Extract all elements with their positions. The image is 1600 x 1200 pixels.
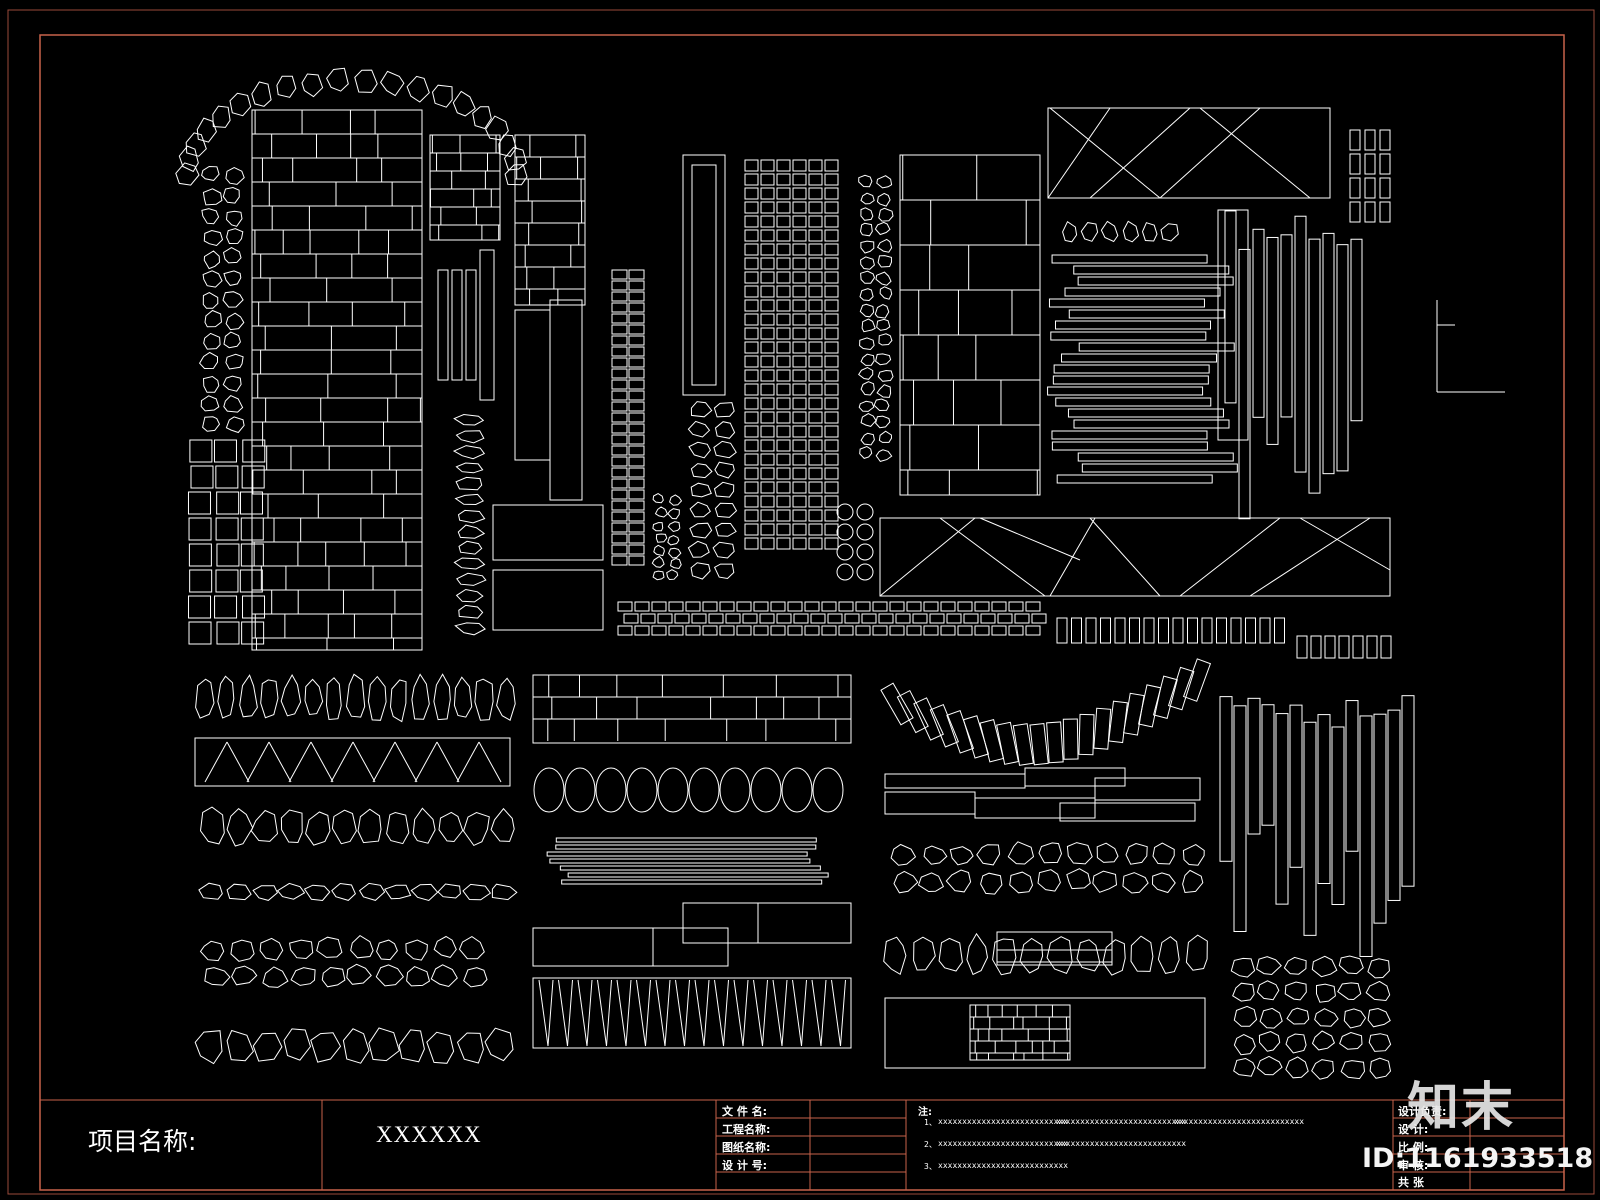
brand-watermark-id: ID:1161933518 bbox=[1362, 1143, 1594, 1174]
drawing-name-label: 图纸名称: bbox=[722, 1141, 771, 1154]
note-3-text-a: xxxxxxxxxxxxxxxxxxxxxxxxxxx bbox=[938, 1161, 1069, 1170]
sheet-count-label: 共 张 bbox=[1398, 1176, 1424, 1189]
note-1-text-a: xxxxxxxxxxxxxxxxxxxxxxxxxxx bbox=[938, 1117, 1069, 1126]
design-number-label: 设 计 号: bbox=[722, 1159, 768, 1172]
brand-watermark-logo: 知末 bbox=[1407, 1078, 1516, 1138]
paving-patterns bbox=[175, 67, 1505, 1080]
designer-label: 设 计: bbox=[1398, 1123, 1429, 1136]
note-1-text-c: xxxxxxxxxxxxxxxxxxxxxxxxxxx bbox=[1174, 1117, 1305, 1126]
note-2-text-b: xxxxxxxxxxxxxxxxxxxxxxxxxxx bbox=[1056, 1139, 1187, 1148]
note-2-text-a: xxxxxxxxxxxxxxxxxxxxxxxxxxx bbox=[938, 1139, 1069, 1148]
design-lead-label: 设计负责: bbox=[1398, 1105, 1447, 1118]
outer-frame bbox=[39, 34, 1565, 1191]
note-2-prefix: 2、 bbox=[924, 1140, 937, 1149]
notes-heading: 注: bbox=[918, 1107, 932, 1118]
note-1-prefix: 1、 bbox=[924, 1118, 937, 1127]
inner-frame bbox=[7, 9, 1595, 1195]
note-1-text-b: xxxxxxxxxxxxxxxxxxxxxxxxxxx bbox=[1056, 1117, 1187, 1126]
project-title-label: 工程名称: bbox=[722, 1123, 771, 1136]
title-block bbox=[40, 1099, 1565, 1190]
project-name-value: XXXXXX bbox=[376, 1122, 482, 1147]
project-name-label: 项目名称: bbox=[88, 1127, 197, 1156]
file-name-label: 文 件 名: bbox=[722, 1105, 768, 1118]
review-label: 审 核: bbox=[1398, 1159, 1429, 1172]
note-3-prefix: 3、 bbox=[924, 1162, 937, 1171]
scale-label: 比 例: bbox=[1398, 1141, 1429, 1154]
